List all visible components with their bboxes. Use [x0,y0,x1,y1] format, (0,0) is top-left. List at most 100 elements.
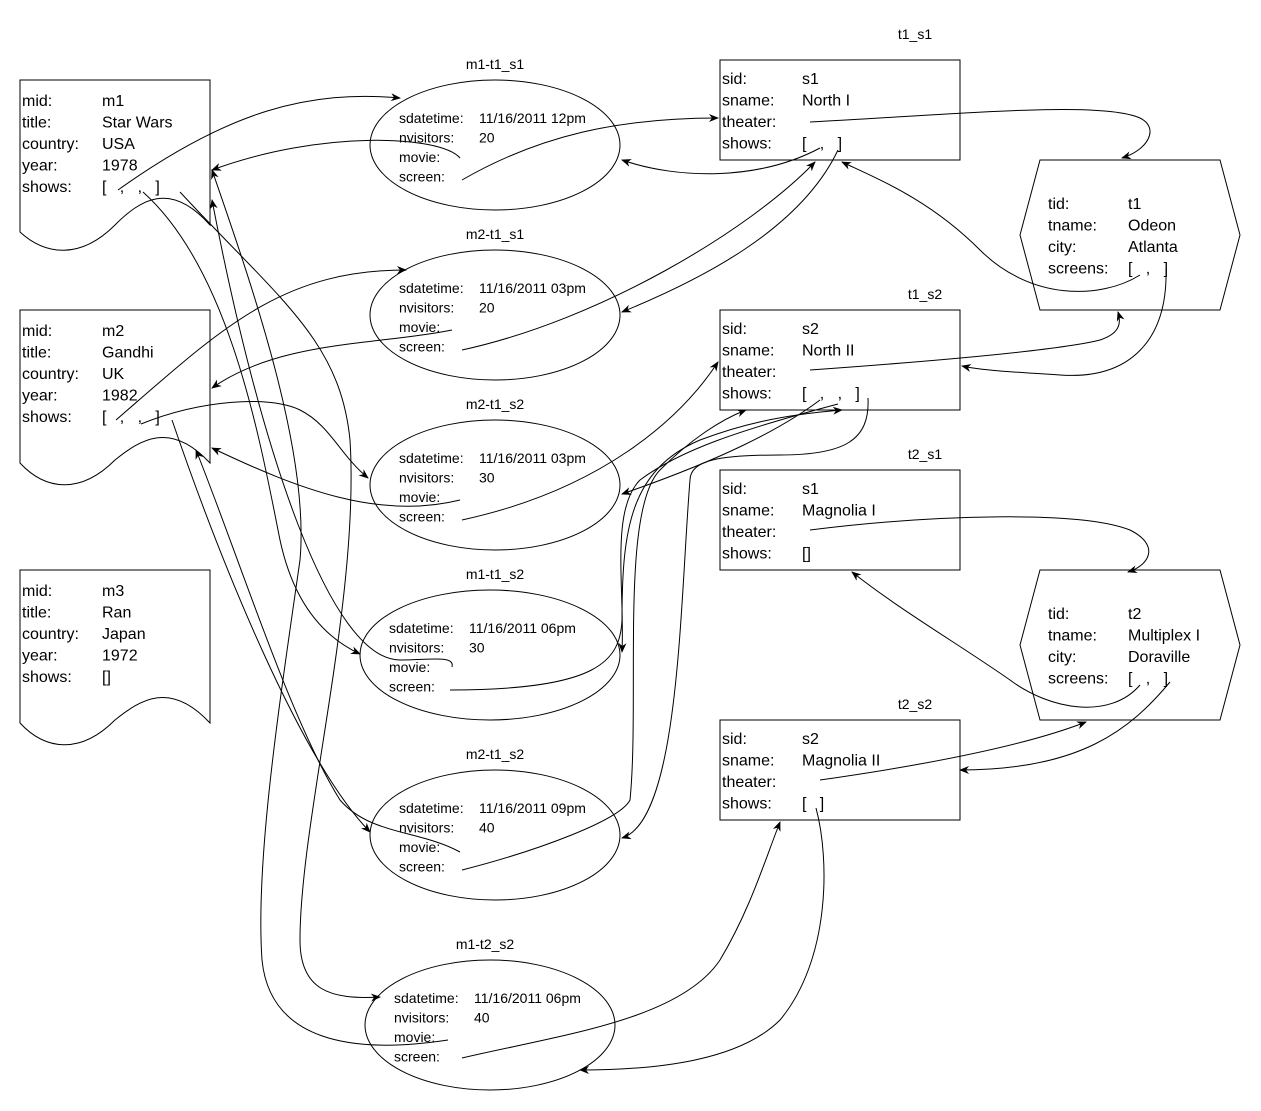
show-ellipse [359,589,621,721]
field-key: movie: [394,1029,435,1045]
edge-m2-to-m2-t1_s1 [115,266,407,421]
field-key: screen: [399,339,445,355]
field-value: USA [102,136,135,153]
show-m2-t1_s2[interactable]: m2-t1_s2 sdatetime:11/16/2011 03pmnvisit… [369,396,621,551]
show-m1-t2_s2[interactable]: m1-t2_s2 sdatetime:11/16/2011 06pmnvisit… [364,936,616,1091]
show-fields: sdatetime:11/16/2011 03pmnvisitors:20mov… [399,280,586,355]
edge-t2-to-t2_s1 [851,571,1141,708]
field-value: 30 [469,640,485,656]
field-key: year: [22,388,58,405]
show-title: m2-t1_s2 [466,746,525,762]
field-key: city: [1048,239,1076,256]
field-value: [] [102,669,111,686]
edge-m2-t1_s1-to-t1_s1 [461,161,816,351]
edge-m1-t1_s2-to-t1_s2 [449,406,843,691]
show-ellipse [369,419,621,551]
field-value: 20 [479,130,495,146]
field-key: year: [22,158,58,175]
edge-m1-to-m1-t1_s1 [117,93,401,191]
field-value: 1972 [102,648,138,665]
field-key: mid: [22,583,52,600]
show-title: m2-t1_s2 [466,396,525,412]
theater-hexagon [1019,569,1241,721]
field-key: shows: [22,669,72,686]
field-key: sname: [722,503,774,520]
field-value: [ ] [802,796,824,813]
field-key: nvisitors: [399,470,454,486]
field-key: sdatetime: [399,110,464,126]
edge-t1_s2-to-t1 [809,311,1125,371]
show-fields: sdatetime:11/16/2011 06pmnvisitors:30mov… [389,620,576,695]
edge-t1_s2-to-m2-t1_s2-09pm [621,397,869,840]
field-key: tid: [1048,606,1069,623]
field-key: movie: [399,319,440,335]
field-key: sid: [722,481,747,498]
field-key: screen: [389,679,435,695]
field-value: [ , , ] [102,179,160,196]
field-value: North II [802,343,854,360]
field-value: [] [802,546,811,563]
theater-hexagon [1019,159,1241,311]
movie-m3[interactable]: mid:m3title:Rancountry:Japanyear:1972sho… [19,569,211,746]
field-key: nvisitors: [394,1010,449,1026]
show-ellipse [369,249,621,381]
screen-rect [719,719,961,821]
field-key: tid: [1048,196,1069,213]
show-m1-t1_s1[interactable]: m1-t1_s1 sdatetime:11/16/2011 12pmnvisit… [369,56,621,211]
edge-t1_s2-to-m1-t1_s2 [618,403,839,653]
field-key: theater: [722,774,776,791]
field-key: screens: [1048,261,1108,278]
field-value: 11/16/2011 06pm [474,990,581,1006]
field-value: 11/16/2011 03pm [479,450,586,466]
edge-t2_s2-to-t2 [819,721,1087,781]
show-fields: sdatetime:11/16/2011 12pmnvisitors:20mov… [399,110,586,185]
edge-m1-to-m1-t1_s2 [142,191,361,655]
show-m1-t1_s2[interactable]: m1-t1_s2 sdatetime:11/16/2011 06pmnvisit… [359,566,621,721]
edge-m2-t1_s2-to-t1_s2 [461,361,719,521]
field-value: 11/16/2011 06pm [469,620,576,636]
field-key: theater: [722,524,776,541]
field-value: Multiplex I [1128,628,1200,645]
movie-m2-shape [19,309,211,486]
field-key: country: [22,366,79,383]
field-value: m1 [102,93,124,110]
field-value: 11/16/2011 03pm [479,280,586,296]
show-m2-t1_s2-09pm[interactable]: m2-t1_s2 sdatetime:11/16/2011 09pmnvisit… [369,746,621,901]
field-value: North I [802,93,850,110]
field-key: tname: [1048,218,1097,235]
edge-t1_s2-to-m2-t1_s2 [621,399,821,495]
movie-m2[interactable]: mid:m2title:Gandhicountry:UKyear:1982sho… [19,309,211,486]
edge-m2-to-m2-t1_s2 [140,401,369,479]
field-key: nvisitors: [399,300,454,316]
field-key: screen: [399,859,445,875]
show-title: m1-t1_s2 [466,566,525,582]
screen-title: t2_s1 [908,446,942,462]
field-value: Gandhi [102,345,154,362]
field-key: nvisitors: [389,640,444,656]
show-title: m1-t1_s1 [466,56,525,72]
screen-title: t1_s2 [908,286,942,302]
field-value: s1 [802,481,819,498]
show-title: m2-t1_s1 [466,226,525,242]
edges [115,93,1171,1074]
field-key: screen: [399,509,445,525]
field-key: shows: [22,409,72,426]
field-value: s2 [802,731,819,748]
field-key: screens: [1048,671,1108,688]
field-key: nvisitors: [399,130,454,146]
show-m2-t1_s1[interactable]: m2-t1_s1 sdatetime:11/16/2011 03pmnvisit… [369,226,621,381]
field-key: sname: [722,753,774,770]
show-fields: sdatetime:11/16/2011 03pmnvisitors:30mov… [399,450,586,525]
edge-m1-t1_s1-to-t1_s1 [461,114,719,181]
